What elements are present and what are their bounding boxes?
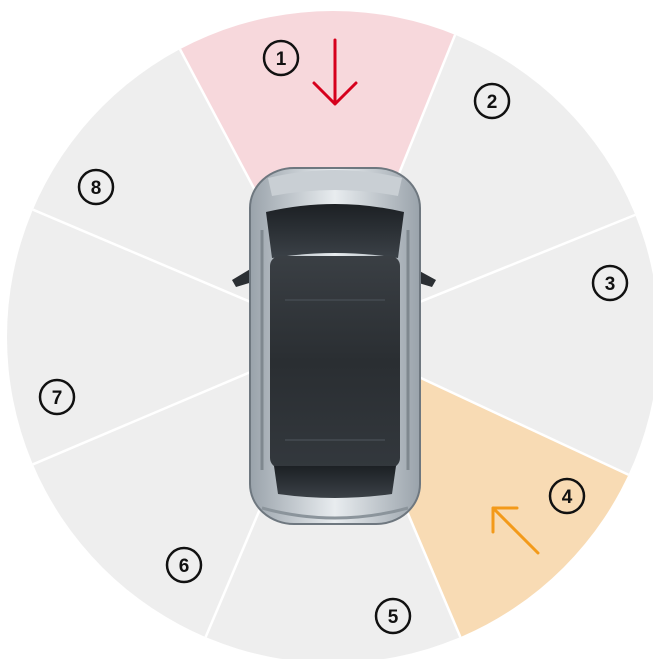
zone-label-text: 2 [487, 92, 498, 113]
zone-label-text: 1 [276, 49, 287, 70]
zone-label-text: 7 [52, 388, 63, 409]
zone-label-text: 4 [562, 487, 573, 508]
zone-label-text: 5 [388, 607, 399, 628]
car-top-view-icon [232, 168, 436, 524]
zone-label-text: 8 [91, 178, 102, 199]
zone-label-text: 3 [605, 274, 616, 295]
zone-label-text: 6 [179, 556, 190, 577]
